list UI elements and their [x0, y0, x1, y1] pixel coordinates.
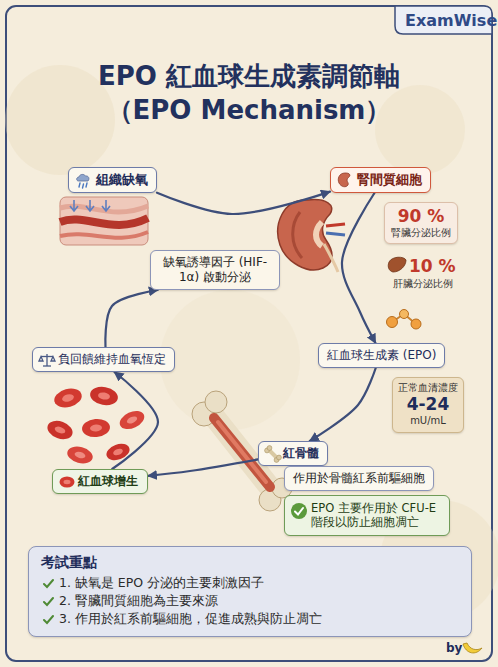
check-icon — [290, 502, 308, 520]
hormone-label: 紅血球生成素 (EPO) — [327, 348, 436, 363]
red-blood-cells — [104, 441, 132, 463]
bone-illustration — [205, 391, 227, 413]
process-box: 缺氧誘導因子 (HIF-1α) 啟動分泌 — [150, 250, 280, 290]
key-point-box: EPO 主要作用於 CFU-E 階段以防止細胞凋亡 — [284, 495, 450, 536]
percent-caption: 肝臟分泌比例 — [393, 278, 453, 290]
diagram-title: EPO 紅血球生成素調節軸 （EPO Mechanism） — [74, 60, 424, 128]
rbc-icon — [58, 473, 76, 491]
percent-value: 90 % — [391, 206, 451, 227]
condition-label: 組織缺氧 — [96, 172, 148, 188]
flow-arrow — [112, 372, 158, 469]
kidney-illustration — [326, 224, 345, 226]
red-blood-cells — [61, 393, 74, 403]
red-blood-cells — [112, 447, 123, 456]
scale-icon — [38, 351, 56, 369]
kidney-illustration — [326, 233, 345, 235]
tissue-illustration — [86, 200, 94, 211]
red-blood-cells — [126, 415, 139, 425]
red-blood-cells — [74, 451, 86, 460]
epo-molecule — [411, 319, 421, 329]
tissue-illustration — [60, 218, 148, 225]
red-blood-cells — [54, 425, 66, 434]
tissue-illustration — [70, 200, 78, 211]
red-blood-cells — [117, 407, 147, 432]
epo-molecule — [387, 317, 398, 328]
exam-point: 2. 腎臟間質細胞為主要來源 — [41, 592, 459, 610]
source-label: 腎間質細胞 — [357, 172, 422, 188]
kidney-illustration — [278, 200, 345, 272]
outcome-box: 紅血球增生 — [52, 469, 148, 494]
tissue-illustration — [60, 232, 148, 238]
feedback-label: 負回饋維持血氧恆定 — [58, 352, 166, 367]
banana-icon — [463, 643, 482, 653]
liver-icon — [388, 257, 406, 272]
value-unit: mU/mL — [398, 415, 458, 428]
value-caption: 正常血清濃度 — [398, 382, 458, 394]
value-number: 4-24 — [398, 394, 458, 415]
epo-molecule — [387, 310, 422, 330]
brand-name: ExamWise — [405, 11, 497, 30]
action-box: 作用於骨髓紅系前驅細胞 — [284, 466, 434, 491]
kidney-illustration — [324, 244, 338, 272]
target-label: 紅骨髓 — [283, 446, 319, 461]
outcome-label: 紅血球增生 — [78, 474, 138, 489]
action-label: 作用於骨髓紅系前驅細胞 — [293, 471, 425, 486]
red-blood-cells — [52, 386, 84, 411]
check-icon — [42, 613, 54, 625]
tissue-illustration — [102, 200, 110, 211]
parchment-frame — [160, 290, 300, 430]
check-icon — [42, 595, 54, 607]
red-blood-cells — [97, 392, 110, 401]
exam-point: 3. 作用於紅系前驅細胞，促進成熟與防止凋亡 — [41, 610, 459, 628]
parchment-frame — [5, 6, 498, 661]
panel-heading: 考試重點 — [41, 554, 459, 572]
condition-box: 組織缺氧 — [68, 167, 157, 193]
percent-caption: 腎臟分泌比例 — [391, 227, 451, 240]
kidney-illustration — [278, 200, 332, 270]
liver-icon — [388, 257, 406, 272]
red-blood-cells — [90, 424, 103, 432]
percent-value: 10 % — [409, 256, 456, 276]
flow-arrow — [342, 193, 376, 343]
banana-icon — [463, 643, 482, 653]
process-label: 缺氧誘導因子 (HIF-1α) 啟動分泌 — [156, 255, 274, 285]
tissue-illustration — [60, 197, 148, 245]
parchment-frame — [6, 6, 492, 661]
red-blood-cells — [65, 444, 94, 466]
flow-arrow — [105, 290, 157, 347]
kidney-icon — [336, 171, 354, 189]
hormone-box: 紅血球生成素 (EPO) — [318, 343, 445, 368]
key-point-text: EPO 主要作用於 CFU-E 階段以防止細胞凋亡 — [311, 501, 443, 530]
percent-box: 90 %腎臟分泌比例 — [384, 202, 458, 244]
tissue-illustration — [60, 197, 148, 245]
flow-arrow — [310, 368, 376, 441]
red-blood-cells — [89, 385, 120, 408]
source-box: 腎間質細胞 — [330, 167, 431, 193]
cloud-icon — [74, 171, 92, 189]
flow-arrow — [148, 459, 258, 475]
exam-panel: 考試重點 1. 缺氧是 EPO 分泌的主要刺激因子2. 腎臟間質細胞為主要來源3.… — [28, 546, 472, 637]
target-box: 紅骨髓 — [258, 441, 328, 466]
flow-arrow — [157, 192, 330, 214]
bone-icon — [264, 445, 282, 463]
red-blood-cells — [81, 418, 110, 438]
exam-point: 1. 缺氧是 EPO 分泌的主要刺激因子 — [41, 574, 459, 592]
author-mark: by — [446, 641, 462, 655]
check-icon — [42, 577, 54, 589]
epo-molecule — [400, 310, 409, 319]
kidney-illustration — [293, 212, 302, 258]
feedback-box: 負回饋維持血氧恆定 — [32, 347, 175, 372]
kidney-illustration — [316, 222, 322, 246]
red-blood-cells — [45, 418, 75, 443]
value-box: 正常血清濃度4-24mU/mL — [392, 377, 464, 433]
